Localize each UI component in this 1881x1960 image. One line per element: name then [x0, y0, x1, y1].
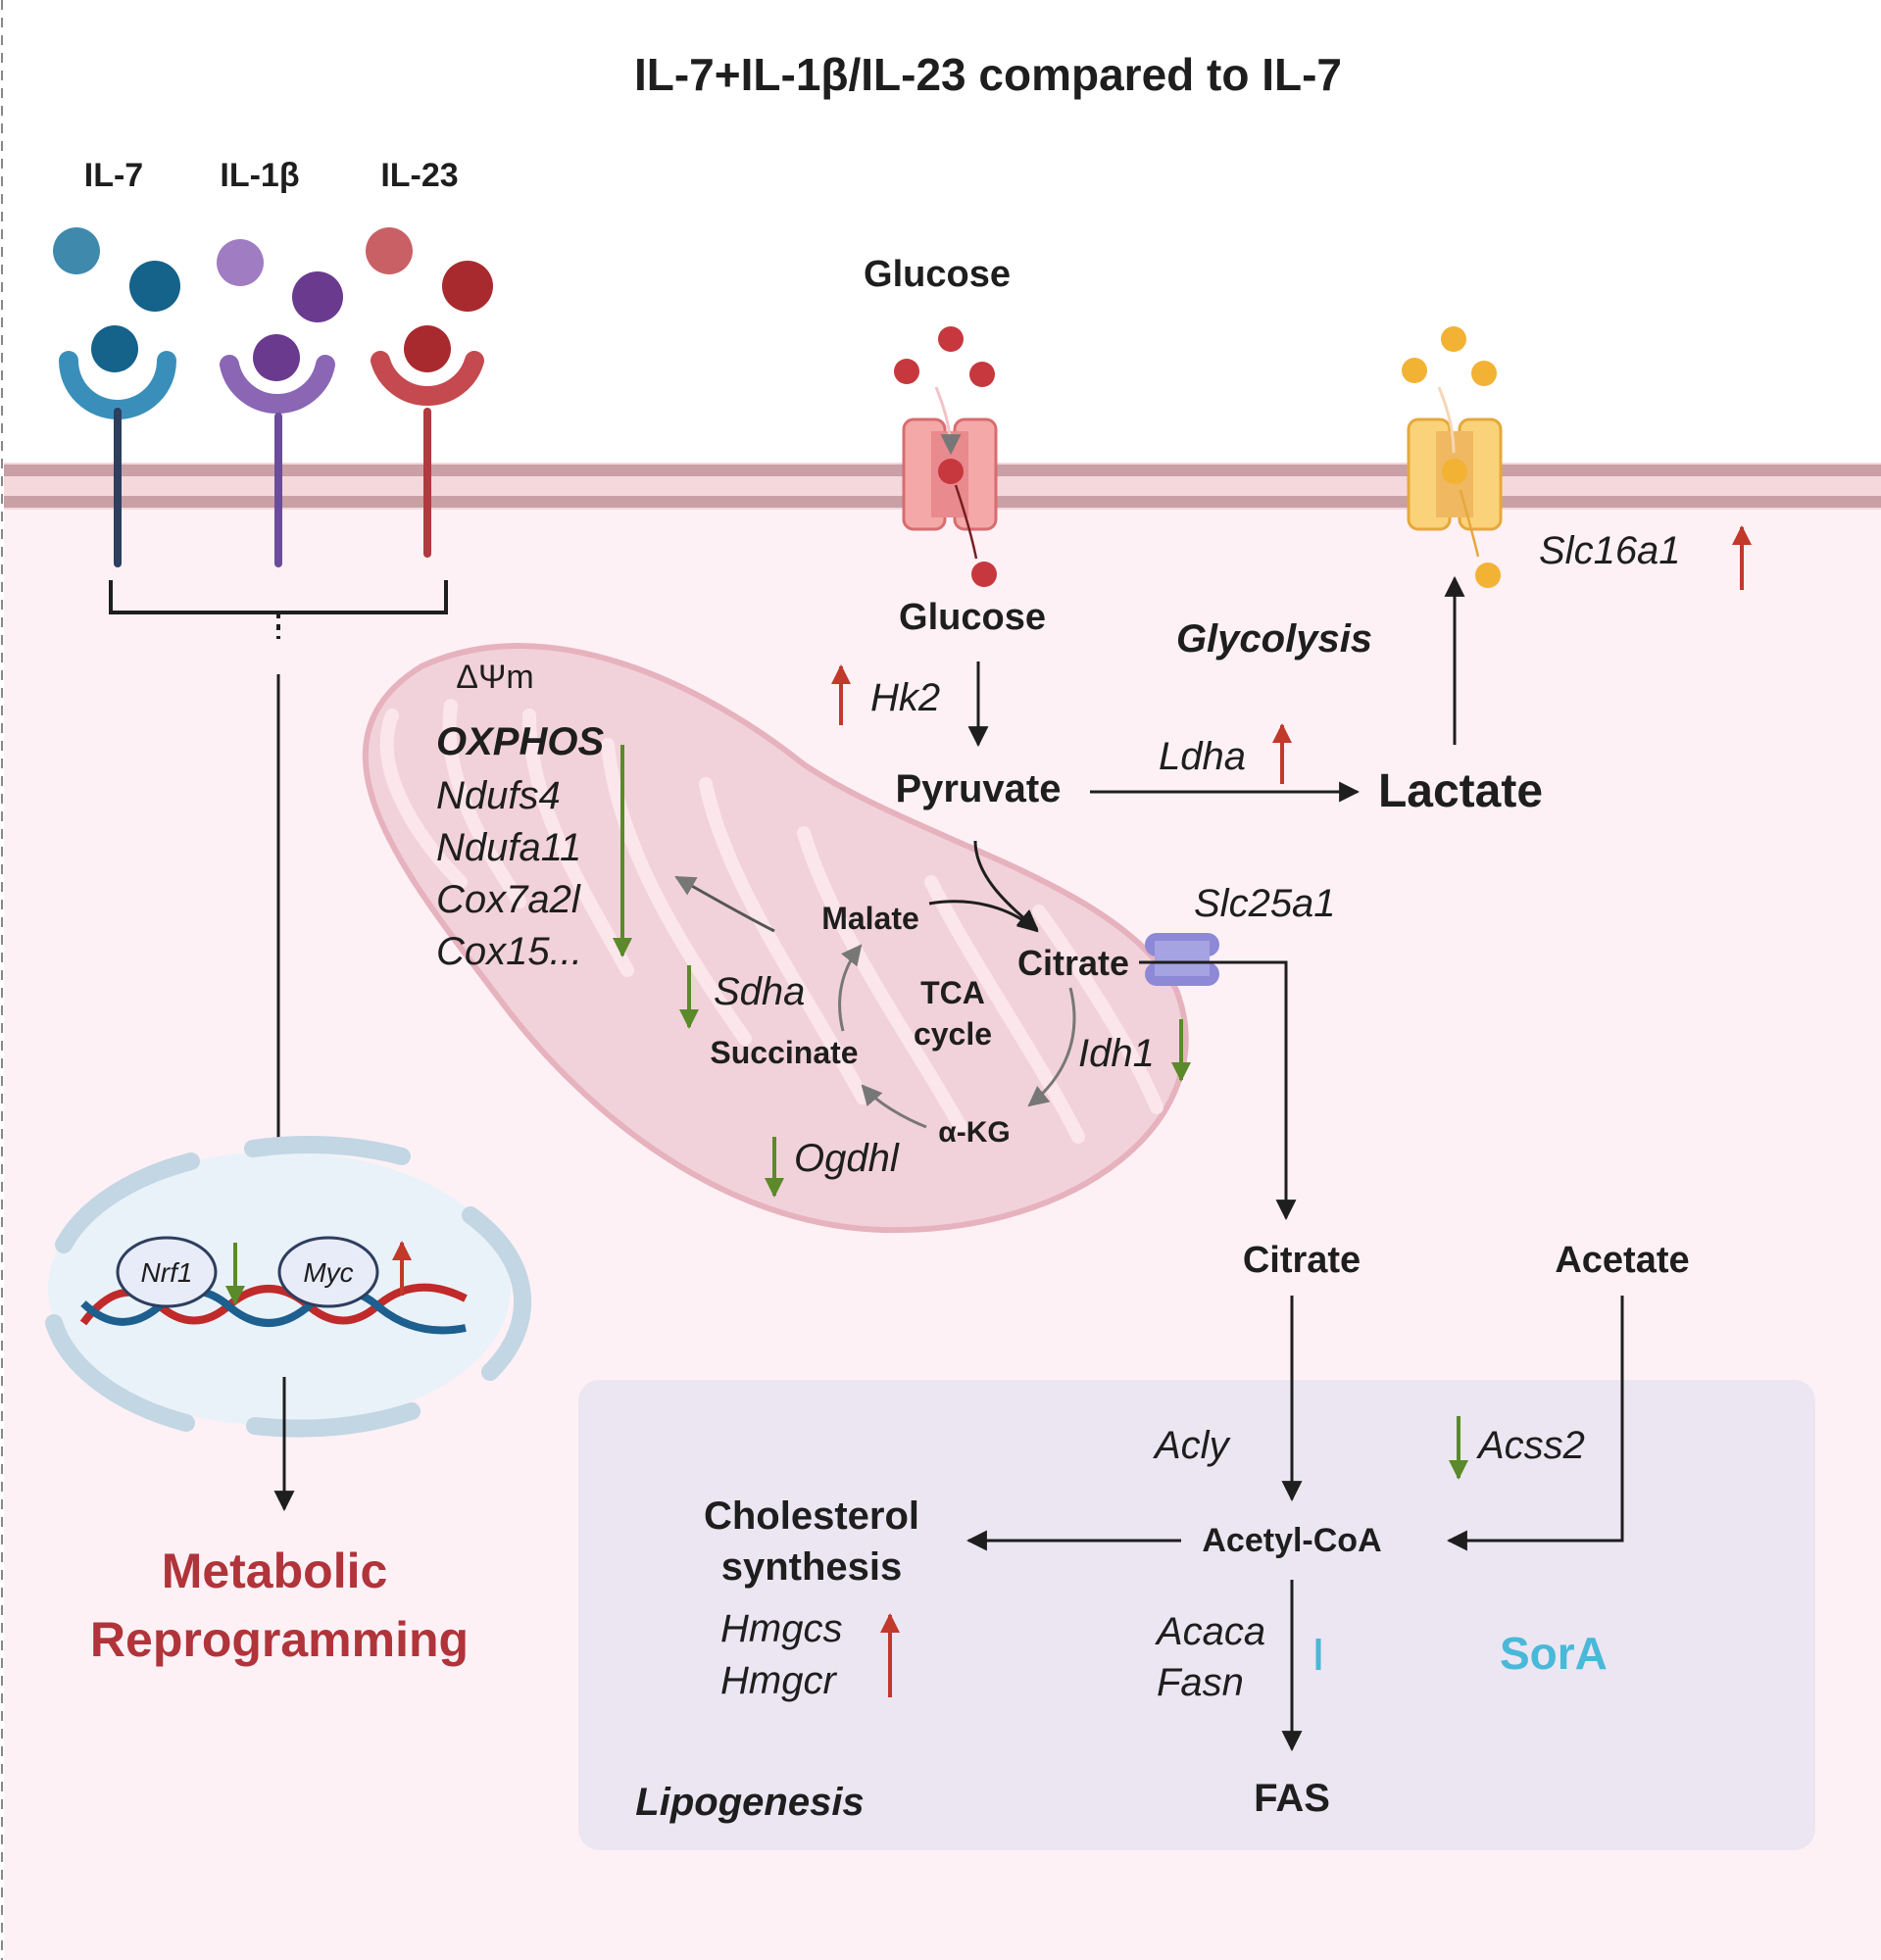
nrf1-label: Nrf1 [141, 1257, 193, 1288]
sdha-label: Sdha [714, 970, 805, 1013]
il7-receptor [53, 227, 180, 567]
slc16a1-label: Slc16a1 [1539, 529, 1681, 572]
myc-label: Myc [303, 1257, 353, 1288]
succinate-malate-arrow [838, 944, 863, 1032]
malate-label: Malate [821, 901, 919, 936]
acetylcoa-label: Acetyl-CoA [1202, 1522, 1381, 1559]
idh1-label: Idh1 [1078, 1032, 1155, 1075]
lactate-transporter-icon [1407, 386, 1503, 558]
sora-inhibition-bar [1315, 1639, 1480, 1670]
acetate-label: Acetate [1555, 1240, 1689, 1281]
dpsi-label: ΔΨm [456, 659, 533, 696]
acaca-label: Acaca [1155, 1610, 1265, 1653]
glucose-transporter-icon [902, 386, 998, 560]
oxphos-label: OXPHOS [436, 720, 604, 763]
il23-receptor [366, 227, 493, 558]
gene-ndufs4: Ndufs4 [436, 774, 561, 817]
pyruvate-label: Pyruvate [896, 767, 1062, 810]
hmgcs-label: Hmgcs [720, 1607, 842, 1650]
reprogramming-label: Reprogramming [90, 1612, 469, 1667]
citrate-cyto-label: Citrate [1243, 1240, 1361, 1281]
lactate-molecules [1402, 326, 1501, 588]
hmgcr-label: Hmgcr [720, 1659, 837, 1702]
ogdhl-label: Ogdhl [794, 1137, 900, 1180]
ldha-label: Ldha [1159, 735, 1246, 778]
gene-ndufa11: Ndufa11 [436, 826, 581, 869]
label-il7: IL-7 [84, 157, 143, 194]
il1b-receptor [217, 239, 343, 567]
acss2-label: Acss2 [1476, 1424, 1585, 1467]
sora-label: SorA [1500, 1628, 1608, 1679]
citrate-mito-label: Citrate [1017, 943, 1129, 983]
lipogenesis-box [578, 1380, 1815, 1850]
tca-label-2: cycle [914, 1016, 992, 1052]
lipogenesis-label: Lipogenesis [635, 1781, 864, 1824]
citrate-akg-arrow [1027, 987, 1076, 1107]
tca-oxphos-arrow [674, 875, 775, 933]
mitochondrion [362, 643, 1189, 1234]
glucose-molecules [894, 326, 997, 587]
metabolic-label: Metabolic [162, 1544, 388, 1598]
hk2-label: Hk2 [870, 676, 940, 719]
cholesterol-label: Cholesterol [704, 1494, 919, 1538]
akg-succinate-arrow [861, 1084, 927, 1129]
acly-label: Acly [1153, 1424, 1232, 1467]
label-il23: IL-23 [380, 157, 458, 194]
gene-cox7a2l: Cox7a2l [436, 878, 581, 921]
tca-label-1: TCA [920, 975, 985, 1010]
akg-label: α-KG [938, 1116, 1010, 1149]
slc25a1-label: Slc25a1 [1194, 882, 1336, 925]
nrf1-node: Nrf1 [116, 1236, 218, 1308]
myc-node: Myc [277, 1236, 379, 1308]
gene-cox15: Cox15... [436, 930, 582, 973]
synthesis-label: synthesis [721, 1545, 903, 1589]
acetate-acetylcoa-arrow [1446, 1296, 1624, 1551]
slc25a1-transporter-icon [1145, 933, 1219, 986]
fasn-label: Fasn [1157, 1661, 1244, 1704]
glucose-inside-label: Glucose [899, 597, 1046, 638]
succinate-label: Succinate [710, 1035, 858, 1070]
glycolysis-label: Glycolysis [1176, 617, 1372, 661]
citrate-export-arrow [1139, 960, 1297, 1221]
page-title: IL-7+IL-1β/IL-23 compared to IL-7 [634, 49, 1342, 100]
pyruvate-citrate-arrow [973, 840, 1039, 931]
fas-label: FAS [1254, 1777, 1330, 1820]
label-il1b: IL-1β [220, 157, 299, 194]
lactate-label: Lactate [1378, 765, 1543, 817]
glucose-top-label: Glucose [864, 254, 1011, 295]
